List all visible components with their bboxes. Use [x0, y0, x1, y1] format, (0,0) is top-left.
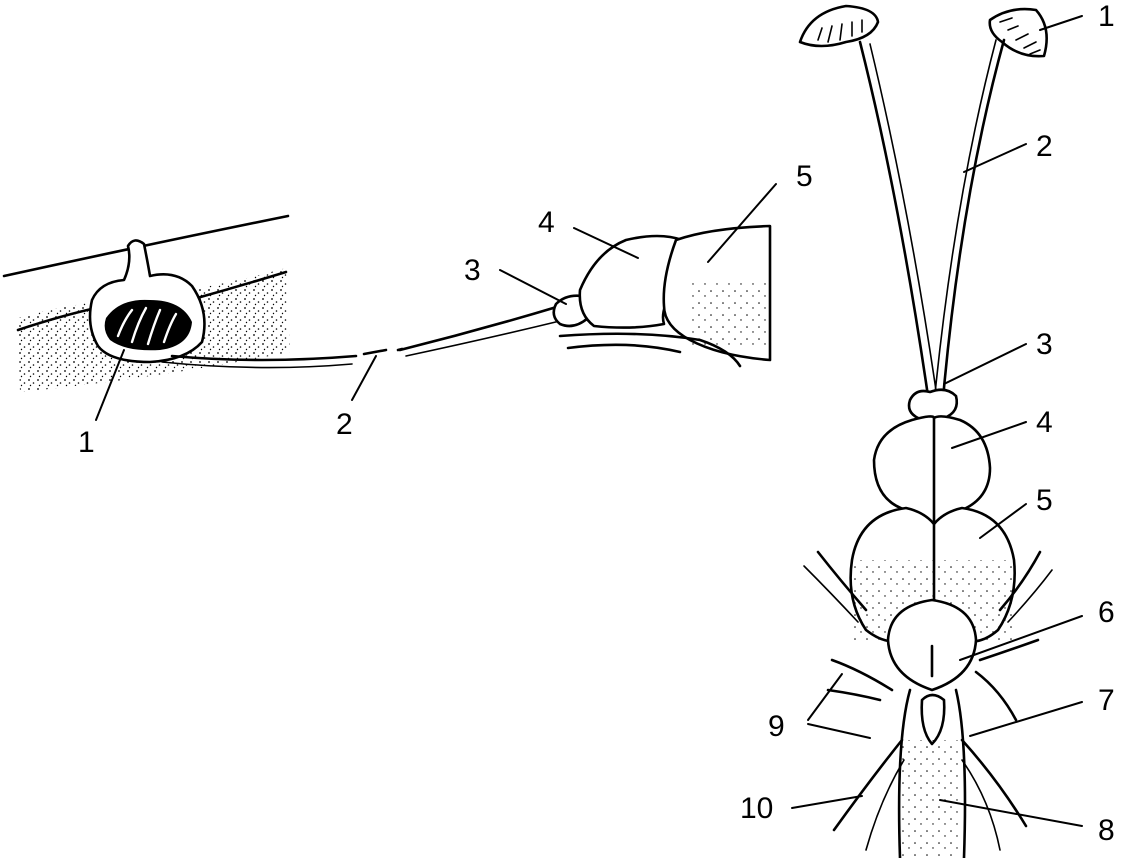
olfactory-tract-right-2	[933, 39, 997, 405]
mid-label-4: 4	[538, 206, 555, 239]
nerve-right-upper	[998, 550, 1042, 612]
leader-right-1	[1039, 15, 1083, 31]
leader-left-2	[351, 355, 377, 401]
mid-label-3: 3	[464, 254, 481, 287]
rosette-right-lamellae	[999, 17, 1041, 55]
right-label-5: 5	[1036, 484, 1053, 517]
nerve-cut-mark	[362, 348, 388, 356]
nerve-left-mid	[830, 658, 894, 692]
right-label-7: 7	[1098, 684, 1115, 717]
medulla-right-edge	[954, 688, 967, 858]
olfactory-bulbs	[907, 388, 959, 422]
fourth-ventricle	[920, 693, 946, 746]
leader-right-3	[943, 343, 1027, 385]
midbrain-lateral-stipple	[690, 280, 770, 350]
olfactory-tract-left-2	[869, 43, 939, 405]
right-label-8: 8	[1098, 814, 1115, 847]
olfactory-nerve-fiber-left-2	[161, 361, 353, 369]
forebrain-hemispheres	[872, 415, 992, 526]
leader-mid-3	[499, 269, 567, 305]
lateral-brain-drawing	[398, 224, 772, 368]
nerve-right-lower	[960, 738, 1028, 828]
nerve-right-upper-2	[1007, 569, 1053, 623]
right-label-1: 1	[1098, 0, 1115, 33]
medulla-stipple	[902, 740, 960, 858]
right-label-10: 10	[740, 792, 773, 825]
right-label-6: 6	[1098, 596, 1115, 629]
leader-mid-5	[707, 183, 777, 263]
leader-right-2	[963, 143, 1027, 173]
right-label-3: 3	[1036, 328, 1053, 361]
leader-right-6	[959, 615, 1083, 661]
nerve-left-upper-2	[803, 565, 859, 623]
leader-right-8	[939, 799, 1083, 827]
skin-outline	[2, 214, 290, 278]
mid-label-5: 5	[796, 160, 813, 193]
left-label-1: 1	[78, 426, 95, 459]
nasal-section-drawing	[2, 214, 404, 392]
lamellae-folds	[116, 306, 178, 346]
right-label-9: 9	[768, 710, 785, 743]
nerve-left-upper	[816, 550, 868, 612]
leader-mid-4	[573, 227, 639, 259]
right-label-2: 2	[1036, 130, 1053, 163]
olfactory-tract-lateral-2	[405, 319, 565, 357]
ventral-outline-lateral-2	[566, 343, 682, 354]
olfactory-nerve-fiber-left	[170, 354, 358, 362]
nerve-left-mid-2	[826, 688, 882, 702]
nasal-lamellae	[104, 299, 192, 351]
nerve-right-mid-2	[974, 670, 1018, 722]
left-label-2: 2	[336, 408, 353, 441]
nerve-left-lower	[832, 738, 904, 832]
olfactory-tract-left	[858, 40, 932, 412]
leader-left-1	[95, 349, 125, 421]
olfactory-tract-right	[940, 38, 1006, 412]
leader-right-9b	[807, 723, 871, 739]
rosette-left-lamellae	[817, 19, 863, 43]
right-label-4: 4	[1036, 406, 1053, 439]
ventral-outline-lateral	[558, 332, 742, 368]
olfactory-rosette-right	[988, 7, 1048, 58]
leader-right-10	[791, 795, 863, 809]
nerve-right-mid	[978, 638, 1040, 662]
olfactory-rosette-left	[798, 4, 880, 48]
leader-right-4	[951, 421, 1027, 449]
nerve-left-lower-2	[865, 759, 905, 851]
leader-right-5	[979, 503, 1027, 539]
tissue-line-upper	[16, 306, 98, 332]
dorsal-brain-drawing	[798, 4, 1053, 858]
leader-right-7	[969, 701, 1083, 737]
olfactory-tract-lateral	[398, 304, 562, 352]
leader-right-9a	[807, 673, 843, 721]
nerve-right-lower-2	[961, 759, 1001, 851]
medulla-left-edge	[897, 688, 912, 858]
tissue-line-right	[188, 270, 288, 302]
